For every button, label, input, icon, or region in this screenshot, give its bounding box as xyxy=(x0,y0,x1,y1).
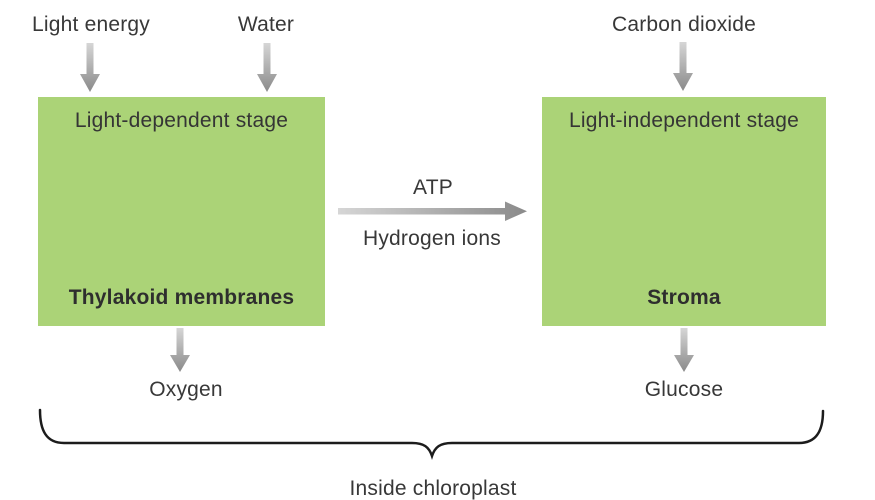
oxygen-label: Oxygen xyxy=(149,378,223,401)
atp-label: ATP xyxy=(413,176,453,199)
water-arrow-down-icon xyxy=(257,43,277,92)
stroma-label: Stroma xyxy=(647,286,721,309)
light-energy-arrow-down-icon xyxy=(80,43,100,92)
light-dependent-stage-title: Light-dependent stage xyxy=(74,109,289,132)
light-dependent-stage-box: Light-dependent stage Thylakoid membrane… xyxy=(38,97,325,326)
light-independent-stage-title: Light-independent stage xyxy=(569,109,799,132)
atp-transfer-arrow-right-icon xyxy=(338,201,527,221)
light-independent-stage-box: Light-independent stage Stroma xyxy=(542,97,826,326)
glucose-arrow-down-icon xyxy=(674,328,694,372)
oxygen-arrow-down-icon xyxy=(170,328,190,372)
hydrogen-ions-label: Hydrogen ions xyxy=(362,227,502,250)
inside-chloroplast-caption: Inside chloroplast xyxy=(349,477,517,500)
chloroplast-brace xyxy=(38,408,825,460)
water-label: Water xyxy=(237,13,295,36)
light-energy-label: Light energy xyxy=(32,13,150,36)
carbon-dioxide-label: Carbon dioxide xyxy=(611,13,757,36)
glucose-label: Glucose xyxy=(644,378,724,401)
carbon-dioxide-arrow-down-icon xyxy=(673,42,693,91)
thylakoid-membranes-label: Thylakoid membranes xyxy=(68,286,295,309)
